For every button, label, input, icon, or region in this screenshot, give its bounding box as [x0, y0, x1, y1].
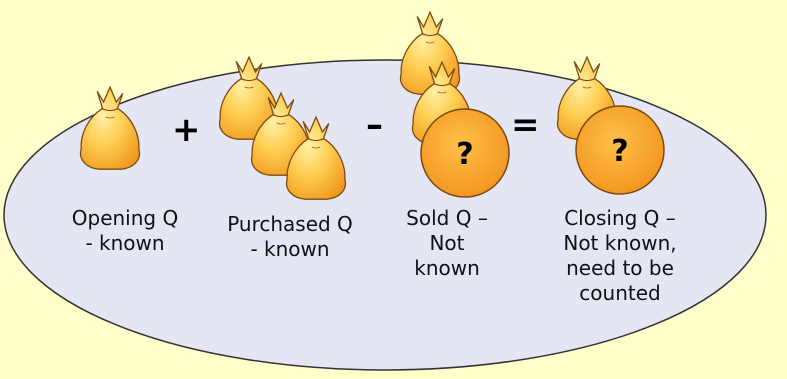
- sold-label: Sold Q – Not known: [387, 206, 507, 281]
- opening-label-line: - known: [85, 231, 165, 255]
- sold-label-line: Sold Q –: [406, 206, 488, 230]
- closing-label-line: need to be: [566, 256, 674, 280]
- sold-label-line: Not: [429, 231, 465, 255]
- purchased-label-line: - known: [250, 237, 330, 261]
- purchased-label-line: Purchased Q: [227, 212, 353, 236]
- closing-question-mark: ?: [611, 134, 628, 169]
- plus-operator: +: [172, 110, 201, 150]
- purchased-label: Purchased Q - known: [210, 212, 370, 262]
- closing-label-line: Closing Q –: [564, 206, 676, 230]
- minus-operator: –: [366, 105, 383, 145]
- closing-label: Closing Q – Not known, need to be counte…: [545, 206, 695, 306]
- sold-question-mark: ?: [456, 137, 473, 172]
- sold-label-line: known: [414, 256, 480, 280]
- opening-label-line: Opening Q: [71, 206, 179, 230]
- closing-label-line: counted: [579, 281, 661, 305]
- equals-operator: =: [511, 105, 540, 145]
- opening-label: Opening Q - known: [50, 206, 200, 256]
- closing-unknown-coin-icon: ?: [575, 105, 665, 195]
- sold-unknown-coin-icon: ?: [420, 108, 510, 198]
- closing-label-line: Not known,: [563, 231, 677, 255]
